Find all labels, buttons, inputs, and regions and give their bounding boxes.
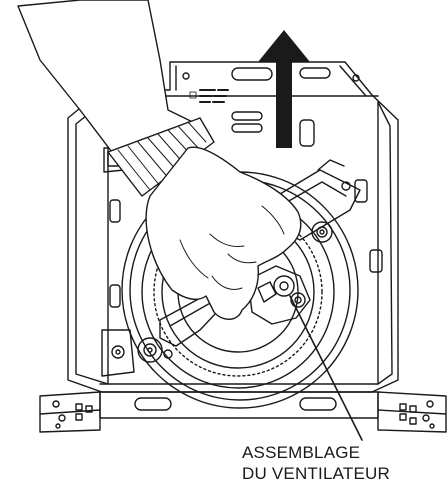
fan-motor-assembly xyxy=(247,265,311,325)
arrow-up-icon xyxy=(258,30,310,148)
gloved-hand xyxy=(17,0,302,320)
wiring-label-strip xyxy=(189,89,229,103)
mounting-rail xyxy=(39,391,447,433)
callout-label-line-2: DU VENTILATEUR xyxy=(242,464,390,483)
left-bracket xyxy=(101,147,135,377)
callout-label-line-1: ASSEMBLAGE xyxy=(242,443,361,462)
callout-leader-line xyxy=(289,295,363,441)
housing-slots xyxy=(109,111,383,308)
